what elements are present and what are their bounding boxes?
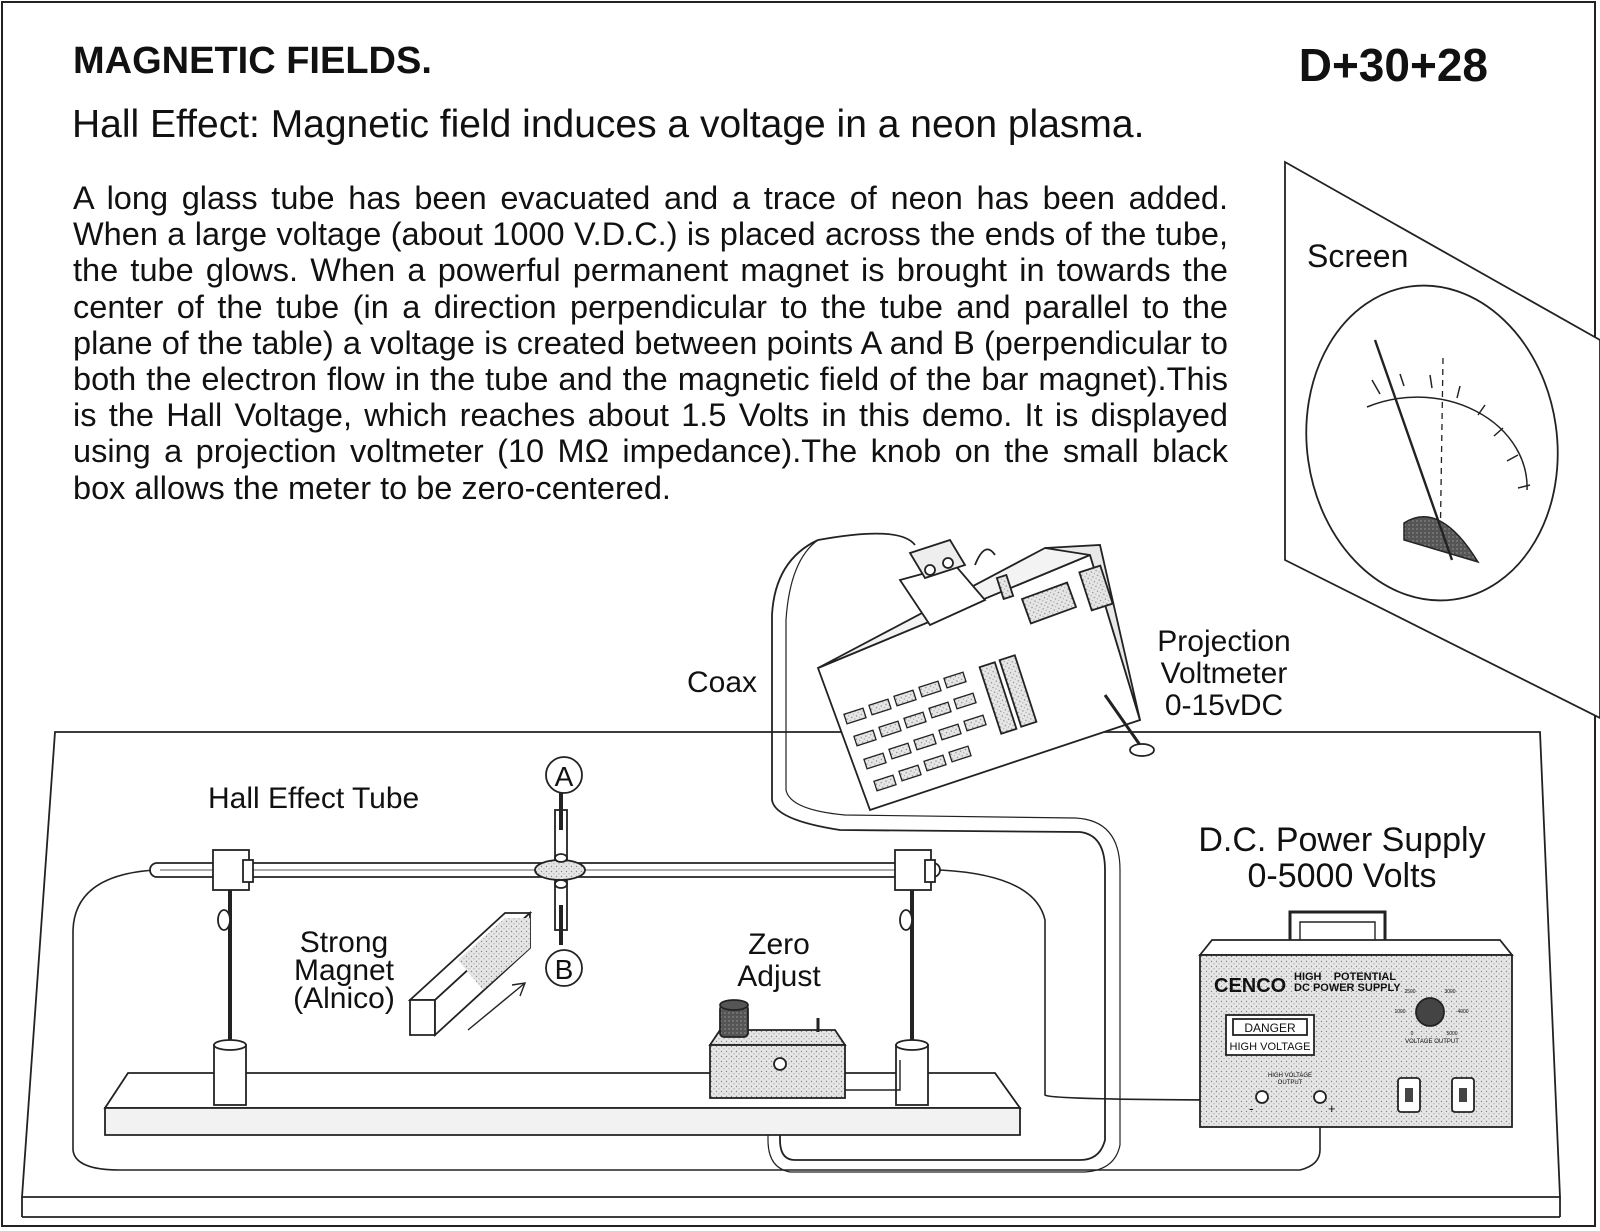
coax-cable	[767, 532, 1121, 1173]
label-strong-magnet-line3: (Alnico)	[293, 982, 395, 1015]
dial-mark-2500: 2500	[1404, 989, 1415, 995]
dial-mark-1000: 1000	[1394, 1009, 1405, 1015]
page-title: MAGNETIC FIELDS.	[73, 40, 432, 82]
power-supply-panel-text: CENCO HIGH POTENTIAL DC POWER SUPPLY DAN…	[1214, 971, 1469, 1116]
panel-heading-line2: DC POWER SUPPLY	[1294, 982, 1401, 994]
label-zero-adjust-line1: Zero	[748, 928, 810, 961]
zero-adjust-box	[708, 999, 901, 1099]
dial-mark-4000: 4000	[1457, 1009, 1468, 1015]
terminal-minus: -	[1249, 1100, 1254, 1116]
danger-label: DANGER	[1244, 1021, 1296, 1035]
label-power-supply: D.C. Power Supply 0-5000 Volts	[1198, 821, 1485, 895]
label-hall-effect-tube: Hall Effect Tube	[208, 782, 419, 815]
label-projection-voltmeter-line1: Projection	[1157, 625, 1290, 658]
tube-stands	[213, 890, 929, 1106]
description-text: A long glass tube has been evacuated and…	[73, 180, 1228, 506]
label-projection-voltmeter-line2: Voltmeter	[1161, 657, 1288, 690]
label-strong-magnet: Strong Magnet (Alnico)	[293, 926, 395, 1015]
label-point-a: A	[555, 761, 574, 792]
voltage-output-label: VOLTAGE OUTPUT	[1405, 1039, 1459, 1045]
label-screen: Screen	[1307, 238, 1408, 274]
point-a-marker: A	[545, 756, 583, 794]
label-strong-magnet-line1: Strong	[300, 926, 388, 959]
label-power-supply-line1: D.C. Power Supply	[1198, 821, 1485, 859]
high-voltage-label: HIGH VOLTAGE	[1230, 1041, 1311, 1053]
base-board	[103, 1072, 1022, 1136]
label-zero-adjust: Zero Adjust	[737, 928, 821, 993]
brand-cenco: CENCO	[1214, 975, 1286, 997]
projection-screen	[1284, 160, 1600, 720]
output-label-line2: OUTPUT	[1278, 1080, 1303, 1086]
high-voltage-wires	[72, 869, 1321, 1171]
label-zero-adjust-line2: Adjust	[737, 960, 821, 993]
output-label-line1: HIGH VOLTAGE	[1268, 1073, 1312, 1079]
description-paragraph: A long glass tube has been evacuated and…	[73, 180, 1228, 506]
demo-code: D+30+28	[1298, 39, 1488, 91]
label-coax: Coax	[687, 666, 757, 699]
dial-mark-3000: 3000	[1444, 989, 1455, 995]
page-subtitle: Hall Effect: Magnetic field induces a vo…	[72, 103, 1145, 146]
dial-mark-5000: 5000	[1446, 1031, 1457, 1037]
label-strong-magnet-line2: Magnet	[294, 954, 395, 987]
power-supply-case	[1198, 910, 1514, 1128]
label-power-supply-line2: 0-5000 Volts	[1247, 857, 1436, 895]
label-projection-voltmeter-line3: 0-15vDC	[1165, 689, 1283, 722]
label-projection-voltmeter: Projection Voltmeter 0-15vDC	[1157, 625, 1290, 722]
bar-magnet	[407, 910, 533, 1038]
label-point-b: B	[555, 954, 574, 985]
point-b-marker: B	[545, 949, 583, 987]
dial-mark-0: 0	[1411, 1031, 1414, 1037]
panel-heading-line1: HIGH POTENTIAL	[1294, 971, 1396, 983]
terminal-plus: +	[1328, 1101, 1336, 1116]
projection-voltmeter	[816, 538, 1155, 812]
